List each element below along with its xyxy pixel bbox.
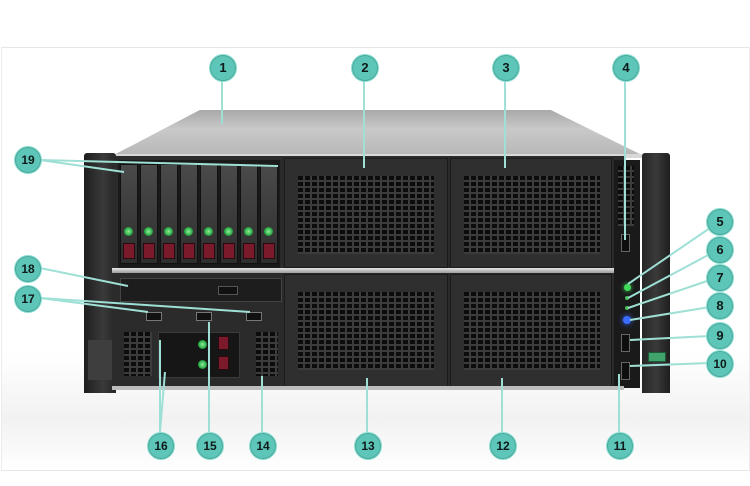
drive-release-tab — [163, 243, 175, 259]
callout-10: 10 — [706, 350, 734, 378]
callout-15: 15 — [196, 432, 224, 460]
drive-bays — [118, 160, 280, 268]
callout-5: 5 — [706, 208, 734, 236]
drive-led — [204, 227, 213, 236]
center-usb-port — [196, 312, 212, 321]
center-shelf — [112, 268, 624, 273]
front-port-lower — [621, 362, 630, 380]
top-cover — [108, 110, 648, 158]
drive-led — [184, 227, 193, 236]
callout-16: 16 — [147, 432, 175, 460]
drive-release-tab — [263, 243, 275, 259]
drive-release-tab — [223, 243, 235, 259]
callout-1: 1 — [209, 54, 237, 82]
callout-11: 11 — [606, 432, 634, 460]
drive-bay — [180, 164, 198, 264]
drive-bay — [240, 164, 258, 264]
drive-release-tab — [143, 243, 155, 259]
callout-13: 13 — [354, 432, 382, 460]
upper-left-grille — [298, 176, 434, 254]
drive-bay — [160, 164, 178, 264]
callout-6: 6 — [706, 236, 734, 264]
callout-12: 12 — [489, 432, 517, 460]
drive-led — [244, 227, 253, 236]
optical-drive — [120, 278, 282, 302]
status-led-small-1 — [625, 296, 629, 300]
drive-bay — [260, 164, 278, 264]
drive-led — [264, 227, 273, 236]
drive-bay — [140, 164, 158, 264]
lower-right-grille — [464, 292, 600, 370]
callout-7: 7 — [706, 264, 734, 292]
callout-3: 3 — [492, 54, 520, 82]
side-vent — [256, 332, 278, 376]
callout-4: 4 — [612, 54, 640, 82]
usb-port-left — [146, 312, 162, 321]
drive-release-tab — [123, 243, 135, 259]
callout-17: 17 — [14, 285, 42, 313]
drive-led — [124, 227, 133, 236]
callout-2: 2 — [351, 54, 379, 82]
left-ear-label — [88, 340, 112, 380]
module-red-tab — [218, 356, 229, 370]
brand-badge — [648, 352, 666, 362]
module-led — [198, 360, 207, 369]
drive-release-tab — [203, 243, 215, 259]
upper-right-grille — [464, 176, 600, 254]
bottom-rail — [112, 386, 624, 390]
module-led — [198, 340, 207, 349]
module-red-tab — [218, 336, 229, 350]
left-vent — [124, 332, 152, 376]
panel-vent — [618, 166, 634, 226]
status-led-small-2 — [625, 306, 629, 310]
front-port-middle — [621, 334, 630, 352]
callout-8: 8 — [706, 292, 734, 320]
lower-left-grille — [298, 292, 434, 370]
callout-19: 19 — [14, 146, 42, 174]
drive-led — [224, 227, 233, 236]
status-led-green — [624, 284, 631, 291]
uid-led-blue — [623, 316, 631, 324]
drive-bay — [120, 164, 138, 264]
front-port-upper — [621, 234, 630, 252]
optical-eject-button — [218, 286, 238, 295]
drive-bay — [200, 164, 218, 264]
drive-release-tab — [243, 243, 255, 259]
drive-bay — [220, 164, 238, 264]
callout-9: 9 — [706, 322, 734, 350]
drive-led — [144, 227, 153, 236]
callout-18: 18 — [14, 255, 42, 283]
usb-port-right — [246, 312, 262, 321]
drive-led — [164, 227, 173, 236]
callout-14: 14 — [249, 432, 277, 460]
drive-release-tab — [183, 243, 195, 259]
